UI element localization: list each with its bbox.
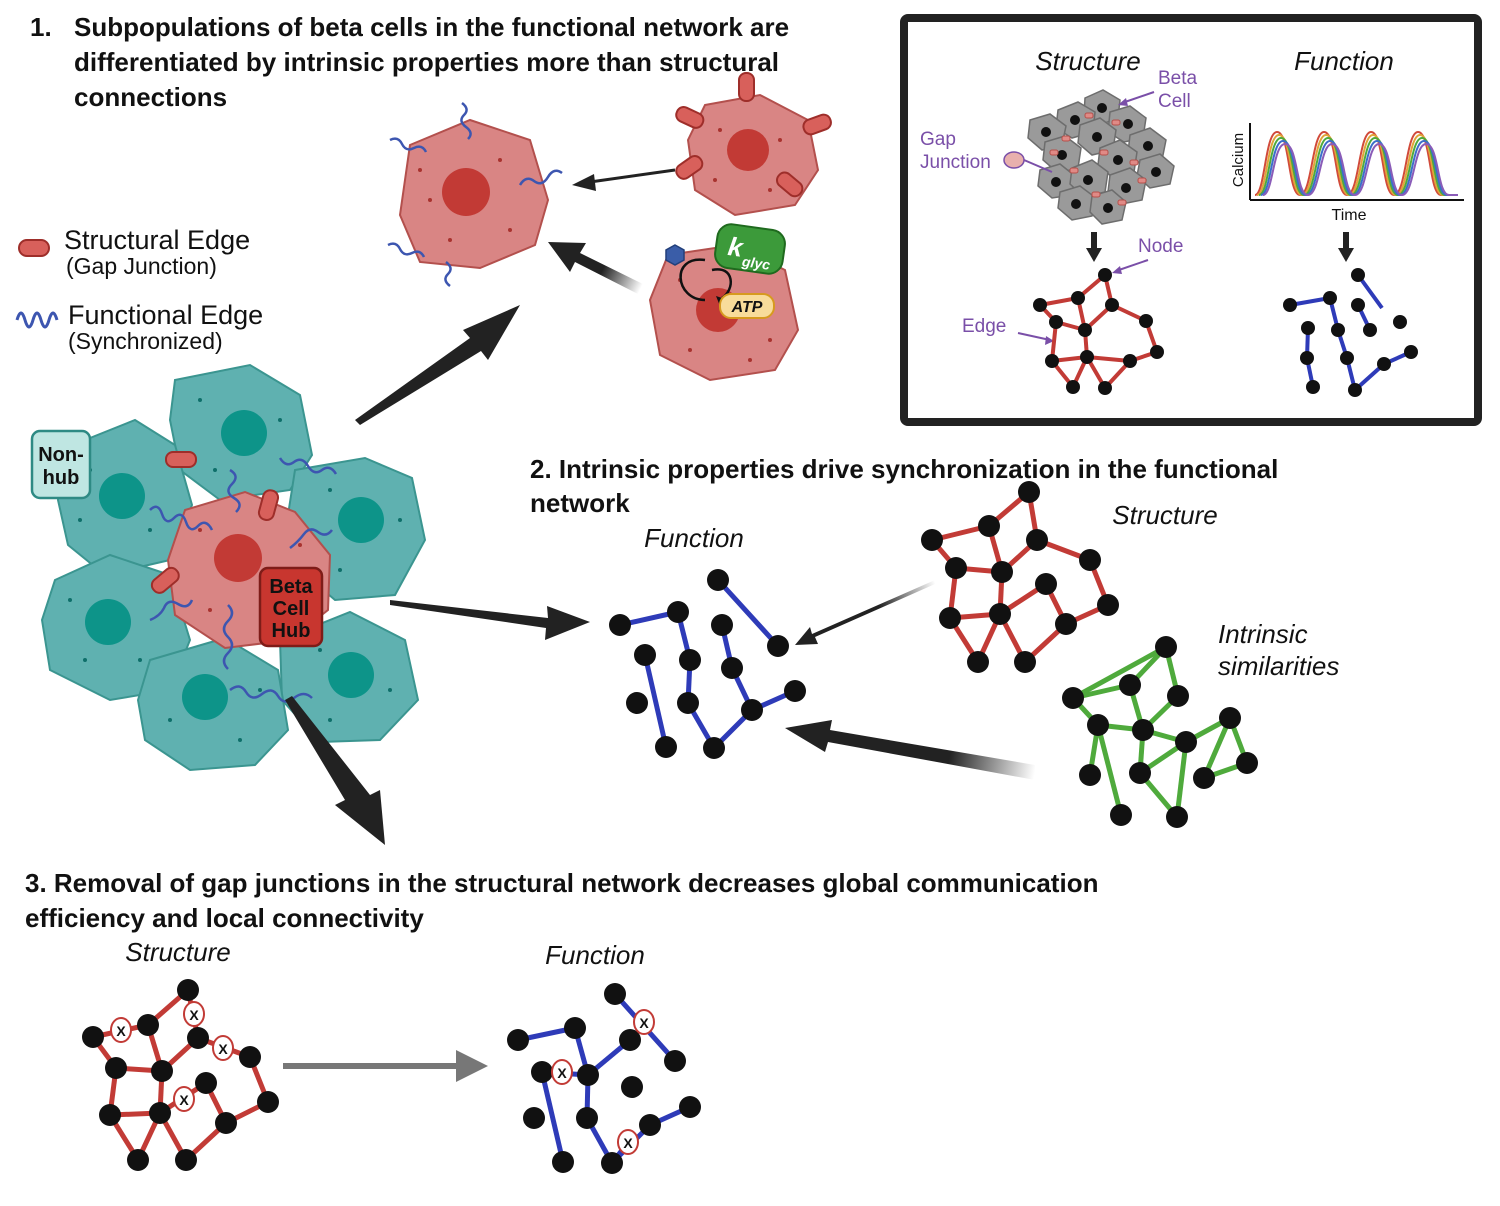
panel2-intrinsic-line1: Intrinsic	[1218, 619, 1308, 649]
structural-edge-swatch	[18, 239, 50, 257]
section1-number: 1.	[30, 12, 52, 42]
kglyc-badge	[714, 223, 786, 275]
inset-function-title: Function	[1294, 46, 1394, 76]
intrinsic-beta-cell: k glyc ATP	[648, 223, 800, 382]
beta-nucleus	[214, 534, 262, 582]
gap-junction	[150, 566, 180, 594]
section1-line2: differentiated by intrinsic properties m…	[74, 47, 779, 77]
glucose-icon	[665, 244, 685, 266]
teal-nucleus	[182, 674, 228, 720]
synchronized-beta-cell	[387, 102, 563, 287]
svg-text:X: X	[189, 1007, 199, 1023]
panel3-function-label: Function	[545, 940, 645, 970]
inset-function-network	[1283, 268, 1418, 397]
section2-line2: network	[530, 488, 630, 518]
section3-line2: efficiency and local connectivity	[25, 903, 424, 933]
panel2-function-network	[609, 569, 806, 759]
gap-junction	[165, 451, 197, 468]
teal-nucleus	[99, 473, 145, 519]
hub-line3: Hub	[272, 620, 311, 642]
hub-line2: Cell	[273, 598, 310, 620]
hub-line1: Beta	[269, 576, 313, 598]
atp-badge	[719, 293, 775, 319]
svg-text:X: X	[179, 1092, 189, 1108]
gap-junction	[257, 489, 280, 521]
svg-text:X: X	[557, 1065, 567, 1081]
section3-line1: 3. Removal of gap junctions in the struc…	[25, 868, 1098, 898]
inset-beta-line1: Beta	[1158, 68, 1198, 89]
section3-title: 3. Removal of gap junctions in the struc…	[25, 868, 1098, 933]
inset-x-axis: Time	[1332, 207, 1367, 224]
gap-junction-beta-cell	[675, 72, 832, 217]
removed-gap-junction-marks: X X X X	[110, 1001, 234, 1112]
functional-edge-swatch	[15, 311, 59, 329]
section2-arrows	[390, 580, 1035, 780]
section1-title: 1. Subpopulations of beta cells in the f…	[30, 12, 789, 112]
nonhub-line1: Non-	[38, 444, 84, 466]
panel2-structure-network	[921, 481, 1119, 673]
panel2-function-label: Function	[644, 523, 744, 553]
legend-functional-title: Functional Edge	[68, 300, 263, 330]
kglyc-k: k	[726, 231, 746, 263]
panel3-structure-network: X X X X	[82, 979, 279, 1171]
inset-beta-line2: Cell	[1158, 91, 1191, 112]
svg-text:X: X	[218, 1041, 228, 1057]
panel2-intrinsic-network	[1062, 636, 1258, 828]
legend-structural-sub: (Gap Junction)	[66, 253, 217, 279]
teal-nucleus	[328, 652, 374, 698]
removed-connection-marks: X X X	[551, 1009, 655, 1155]
panel3-function-network: X X X	[507, 983, 701, 1174]
teal-nucleus	[85, 599, 131, 645]
legend-structural-title: Structural Edge	[64, 225, 250, 255]
teal-nucleus	[221, 410, 267, 456]
nonhub-label-box	[30, 429, 92, 500]
hub-label-box	[258, 566, 324, 648]
nonhub-line2: hub	[43, 467, 80, 489]
calcium-trace-plot: Calcium Time	[1230, 123, 1464, 224]
teal-nucleus	[338, 497, 384, 543]
section1-line3: connections	[74, 82, 227, 112]
svg-text:X: X	[639, 1015, 649, 1031]
panel2-intrinsic-line2: similarities	[1218, 651, 1339, 681]
legend: Structural Edge (Gap Junction) Functiona…	[15, 225, 263, 354]
inset-panel: Structure Function	[900, 14, 1482, 426]
inset-structure-network	[1033, 268, 1164, 395]
islet-cluster: Non- hub Beta Cell Hub	[30, 363, 427, 772]
svg-text:X: X	[116, 1023, 126, 1039]
inset-edge-label: Edge	[962, 316, 1006, 337]
kglyc-sub: glyc	[740, 253, 771, 273]
inset-structure-title: Structure	[1035, 46, 1141, 76]
inset-gap-line1: Gap	[920, 129, 956, 150]
section1-line1: Subpopulations of beta cells in the func…	[74, 12, 789, 42]
inset-y-axis: Calcium	[1230, 133, 1247, 187]
panel3-arrow	[283, 1050, 488, 1082]
atp-label: ATP	[731, 299, 763, 316]
section2-line1: 2. Intrinsic properties drive synchroniz…	[530, 454, 1278, 484]
svg-text:X: X	[623, 1135, 633, 1151]
inset-gap-line2: Junction	[920, 152, 991, 173]
section2-title: 2. Intrinsic properties drive synchroniz…	[530, 454, 1278, 518]
inset-node-label: Node	[1138, 236, 1183, 257]
panel3-structure-label: Structure	[125, 937, 231, 967]
panel2-structure-label: Structure	[1112, 500, 1218, 530]
legend-functional-sub: (Synchronized)	[68, 328, 223, 354]
section1-arrows	[285, 168, 676, 845]
